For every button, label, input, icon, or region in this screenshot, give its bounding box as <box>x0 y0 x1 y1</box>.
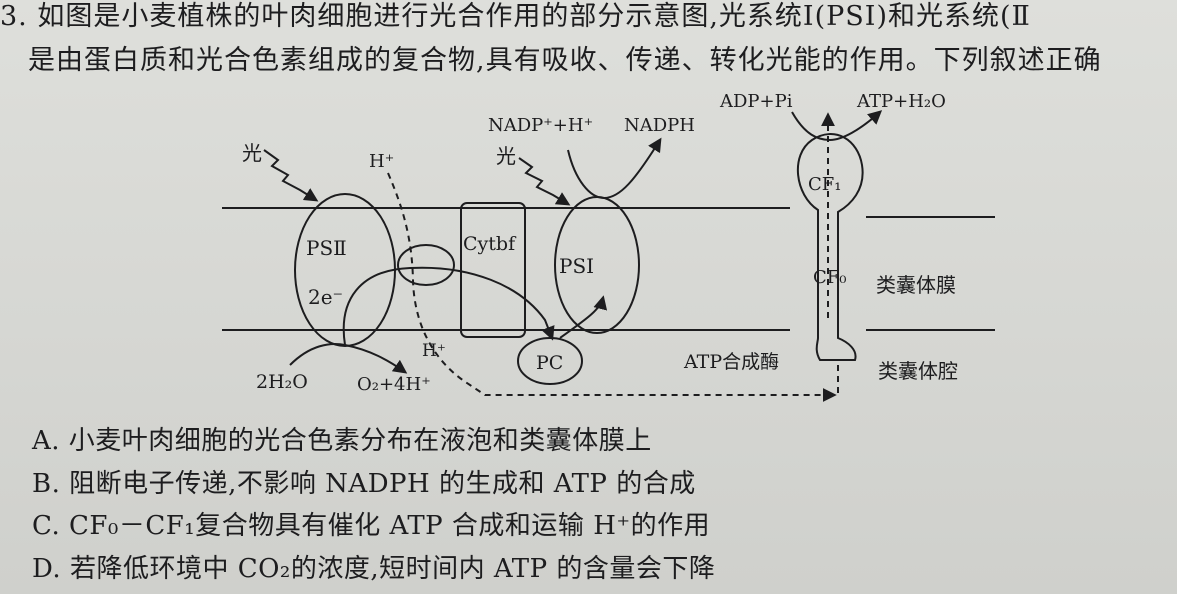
cytbf-label: Cytbf <box>463 233 517 255</box>
cf1-label: CF₁ <box>808 174 841 195</box>
water-split-arrow <box>289 343 408 374</box>
light-label-2: 光 <box>496 144 516 168</box>
nadph-formation-arrow <box>567 137 662 200</box>
light-wave-arrow-2 <box>518 157 571 206</box>
proton-dashed-path <box>387 172 830 396</box>
psi-label: PSⅠ <box>559 254 594 278</box>
atp-h2o-label: ATP+H₂O <box>856 91 946 112</box>
oxygen-proton-label: O₂+4H⁺ <box>357 374 431 395</box>
atp-synthase-body <box>796 133 864 361</box>
option-d[interactable]: D. 若降低环境中 CO₂的浓度,短时间内 ATP 的含量会下降 <box>32 554 716 584</box>
pc-to-psi-arrow <box>559 295 608 339</box>
proton-label-top: H⁺ <box>369 151 394 172</box>
psii-complex <box>294 193 396 347</box>
atp-synthase-label: ATP合成酶 <box>683 351 779 373</box>
option-a[interactable]: A. 小麦叶肉细胞的光合色素分布在液泡和类囊体膜上 <box>32 426 652 456</box>
water-label: 2H₂O <box>256 371 308 393</box>
option-b[interactable]: B. 阻断电子传递,不影响 NADPH 的生成和 ATP 的合成 <box>32 469 696 499</box>
atp-synthesis-arrow <box>791 110 883 142</box>
thylakoid-membrane-label: 类囊体膜 <box>876 273 956 297</box>
thylakoid-lumen-label: 类囊体腔 <box>878 359 958 383</box>
proton-label-mid: H⁺ <box>422 341 446 361</box>
question-stem-line-2: 是由蛋白质和光合色素组成的复合物,具有吸收、传递、转化光能的作用。下列叙述正确 <box>28 45 1102 76</box>
light-wave-arrow-1 <box>263 149 319 202</box>
adp-pi-label: ADP+Pi <box>719 91 793 112</box>
electron-label: 2e⁻ <box>308 285 343 309</box>
cf0-label: CF₀ <box>813 267 846 288</box>
nadph-label: NADPH <box>624 115 695 136</box>
pq-carrier <box>397 244 455 286</box>
psii-label: PSⅡ <box>306 236 347 260</box>
pc-label: PC <box>536 352 563 374</box>
cytbf-complex <box>460 202 526 338</box>
question-stem-line-1: 3. 如图是小麦植株的叶肉细胞进行光合作用的部分示意图,光系统Ⅰ(PSⅠ)和光系… <box>0 1 1031 32</box>
option-c[interactable]: C. CF₀－CF₁复合物具有催化 ATP 合成和运输 H⁺的作用 <box>32 511 711 541</box>
nadp-label: NADP⁺+H⁺ <box>488 115 593 136</box>
light-label-1: 光 <box>242 141 262 165</box>
electron-flow-path <box>342 266 555 346</box>
